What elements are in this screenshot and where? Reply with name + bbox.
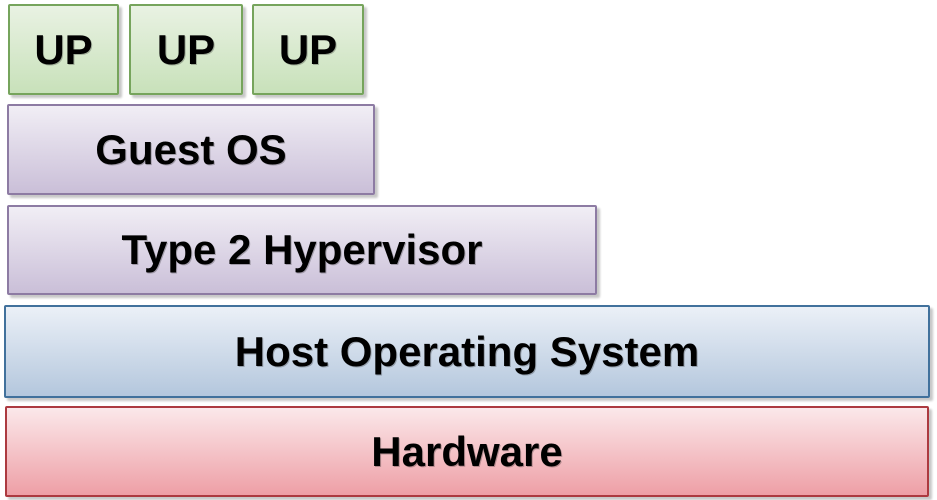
- hardware-box: Hardware: [5, 406, 929, 497]
- up-box-3-label: UP: [278, 25, 338, 73]
- type-2-hypervisor-label: Type 2 Hypervisor: [121, 226, 483, 273]
- up-box-2: UP: [129, 4, 243, 95]
- up-box-1-label: UP: [34, 25, 93, 73]
- up-box-2-label: UP: [156, 25, 216, 73]
- host-operating-system-label: Host Operating System: [234, 327, 700, 375]
- guest-os-label: Guest OS: [95, 125, 287, 173]
- type-2-hypervisor-box: Type 2 Hypervisor: [7, 205, 597, 295]
- hardware-label: Hardware: [371, 427, 563, 475]
- up-box-3: UP: [252, 4, 364, 95]
- guest-os-box: Guest OS: [7, 104, 375, 195]
- up-box-1: UP: [8, 4, 119, 95]
- host-operating-system-box: Host Operating System: [4, 305, 930, 398]
